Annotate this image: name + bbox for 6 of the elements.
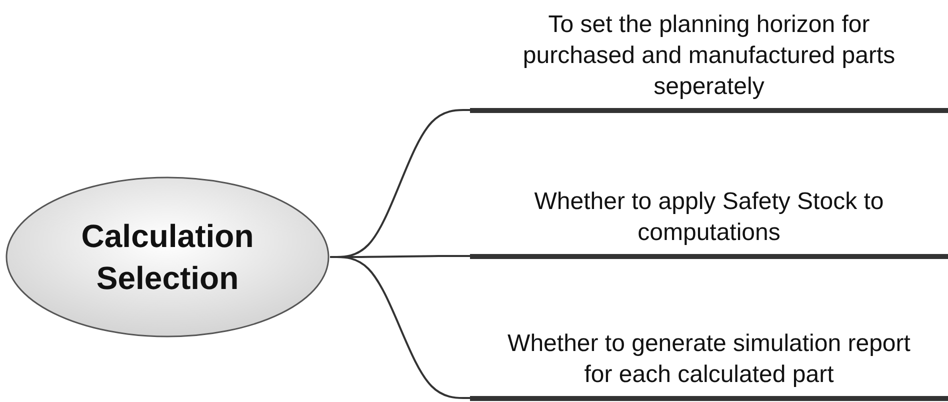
topic-text: To set the planning horizon for purchased and manufactured parts seperately (522, 10, 896, 102)
topic-text: Calculation Selection (80, 217, 255, 298)
connector-curve (330, 256, 470, 399)
ellipse-node (5, 176, 330, 338)
topic-text: Whether to apply Safety Stock to computations (533, 187, 885, 248)
topic-text: Whether to generate simulation report for each calculated part (506, 329, 912, 390)
